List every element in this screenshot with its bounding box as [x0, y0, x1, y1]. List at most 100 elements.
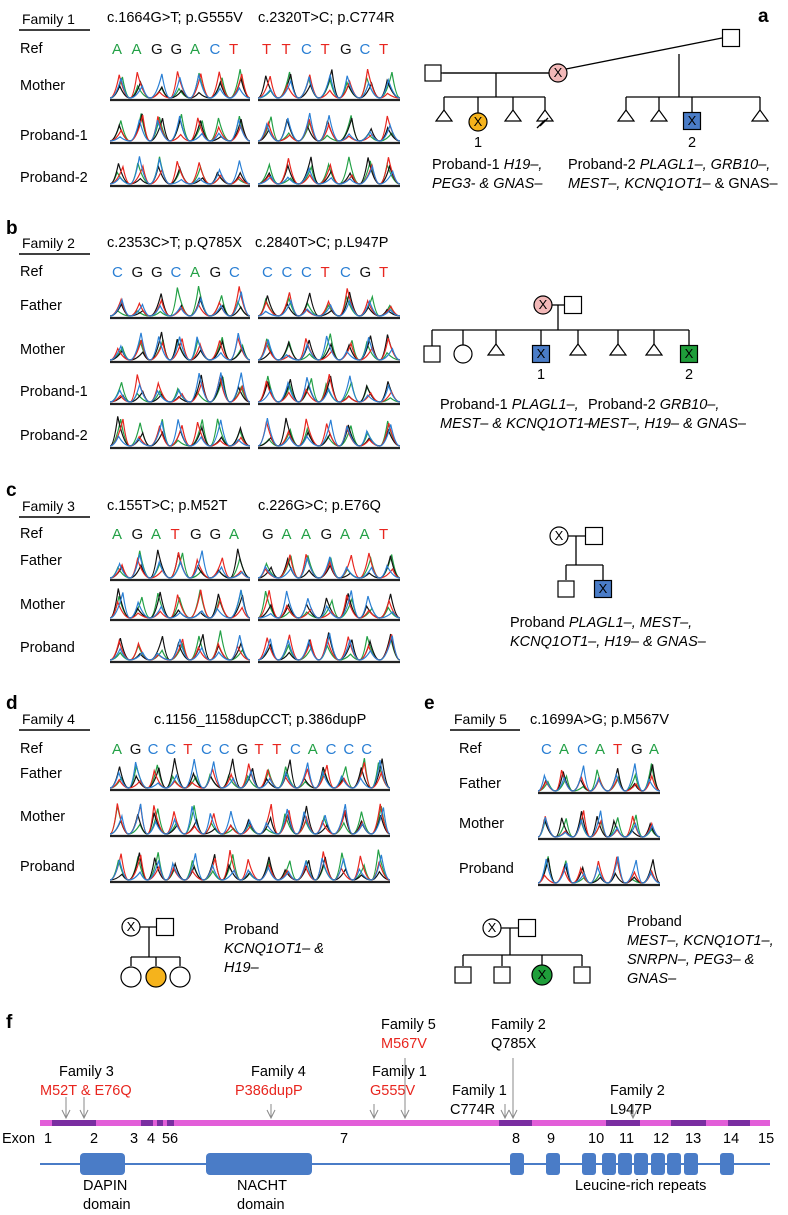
- miscarriage-symbol: [434, 108, 454, 122]
- sequence-base-b2: C: [262, 264, 273, 281]
- sequence-base-a1: C: [209, 41, 221, 58]
- row-label-a: Proband-2: [20, 170, 88, 186]
- chromatogram-b1: [109, 285, 251, 317]
- chromatogram-a1: [109, 71, 251, 99]
- row-label-d: Ref: [20, 741, 43, 757]
- caption-a2: Proband-2 PLAGL1–, GRB10–,MEST–, KCNQ1OT…: [568, 157, 778, 192]
- exon-number: 6: [170, 1131, 179, 1147]
- female-symbol: [169, 966, 191, 988]
- sequence-base-c2: T: [379, 526, 389, 543]
- mutation-b2: c.2840T>C; p.L947P: [255, 235, 389, 251]
- x-mark: X: [538, 967, 547, 982]
- sequence-base-d: C: [147, 741, 159, 758]
- exon-number: 5: [162, 1131, 171, 1147]
- arrow-family-label: Family 1: [452, 1083, 507, 1099]
- exon-number: 1: [44, 1131, 53, 1147]
- row-label-a: Mother: [20, 78, 66, 94]
- sequence-base-d: A: [112, 741, 123, 758]
- arrow-variant-label: M52T & E76Q: [40, 1083, 132, 1099]
- row-label-d: Mother: [20, 809, 66, 825]
- mutation-a1: c.1664G>T; p.G555V: [107, 10, 243, 26]
- x-mark: X: [554, 65, 563, 80]
- arrow-variant-label: P386dupP: [235, 1083, 303, 1099]
- sequence-base-c2: A: [340, 526, 351, 543]
- male-symbol: [454, 966, 472, 984]
- lrr-block: [667, 1153, 681, 1175]
- sequence-base-d: T: [272, 741, 282, 758]
- affected-female-symbol: [468, 112, 488, 132]
- variant-arrowhead: [628, 1109, 638, 1120]
- female-symbol: [453, 344, 473, 364]
- chromatogram-b1: [109, 419, 251, 447]
- sequence-base-e: A: [595, 741, 606, 758]
- x-mark: X: [537, 346, 546, 361]
- affected-male-symbol: [679, 344, 699, 364]
- panel-letter-c: c: [6, 480, 17, 501]
- pedigree-line: [539, 117, 549, 127]
- lrr-block: [634, 1153, 648, 1175]
- chromatogram-a1: [109, 69, 251, 99]
- row-label-b: Ref: [20, 264, 43, 280]
- affected-female-symbol: [531, 964, 553, 986]
- sequence-base-c1: A: [229, 526, 240, 543]
- chromatogram-b2: [257, 333, 401, 361]
- family-label-d: Family 4: [22, 711, 75, 727]
- family-label-b: Family 2: [22, 235, 75, 251]
- sequence-base-b1: G: [131, 264, 144, 281]
- variant-arrowhead: [61, 1109, 71, 1120]
- x-mark: X: [599, 581, 608, 596]
- sequence-base-d: C: [343, 741, 355, 758]
- male-symbol: [584, 526, 604, 546]
- chromatogram-e: [537, 856, 661, 884]
- chromatogram-d: [109, 758, 391, 789]
- lrr-block: [602, 1153, 616, 1175]
- caption-b1: Proband-1 PLAGL1–,MEST– & KCNQ1OT1–: [440, 397, 593, 432]
- sequence-base-d: C: [218, 741, 230, 758]
- x-mark: X: [127, 919, 136, 934]
- domain-block: [80, 1153, 125, 1175]
- sequence-base-a1: G: [151, 41, 163, 58]
- sequence-base-d: C: [201, 741, 212, 758]
- caption-b2: Proband-2 GRB10–,MEST–, H19– & GNAS–: [588, 397, 746, 432]
- male-symbol: [155, 917, 175, 937]
- pedigree-line: [565, 37, 723, 70]
- sequence-base-d: T: [183, 741, 193, 758]
- family-label-c: Family 3: [22, 498, 75, 514]
- chromatogram-c2: [257, 552, 401, 579]
- exon-segment: [728, 1120, 750, 1126]
- chromatogram-c2: [257, 632, 401, 661]
- chromatogram-c1: [109, 589, 251, 619]
- arrow-variant-label: L947P: [610, 1102, 652, 1118]
- sequence-base-a2: T: [262, 41, 272, 58]
- chromatogram-c1: [109, 635, 251, 661]
- chromatogram-b2: [257, 335, 401, 361]
- exon-segment: [52, 1120, 96, 1126]
- x-mark: X: [474, 114, 483, 129]
- chromatogram-d: [109, 853, 391, 881]
- exon-segment: [141, 1120, 153, 1126]
- arrow-variant-label: M567V: [381, 1036, 427, 1052]
- chromatogram-a1: [109, 115, 251, 142]
- sequence-base-a2: T: [379, 41, 389, 58]
- chromatogram-b2: [257, 375, 401, 403]
- chromatogram-a2: [257, 115, 401, 142]
- sequence-base-c2: G: [262, 526, 274, 543]
- male-symbol: [493, 966, 511, 984]
- panel-letter-b: b: [6, 218, 18, 239]
- x-mark: X: [539, 297, 548, 312]
- arrow-family-label: Family 3: [59, 1064, 114, 1080]
- proband-number: 2: [688, 135, 697, 151]
- sequence-base-b2: T: [320, 264, 330, 281]
- mutation-d: c.1156_1158dupCCT; p.386dupP: [154, 712, 367, 728]
- x-mark: X: [688, 113, 697, 128]
- exon-number: 2: [90, 1131, 99, 1147]
- variant-arrowhead: [369, 1109, 379, 1120]
- sequence-base-b1: G: [209, 264, 222, 281]
- arrow-family-label: Family 5: [381, 1017, 436, 1033]
- sequence-base-c1: T: [170, 526, 180, 543]
- mutation-e: c.1699A>G; p.M567V: [530, 712, 670, 728]
- exon-segment: [606, 1120, 640, 1126]
- panel-letter-a: a: [758, 6, 769, 27]
- miscarriage-symbol: [535, 108, 555, 122]
